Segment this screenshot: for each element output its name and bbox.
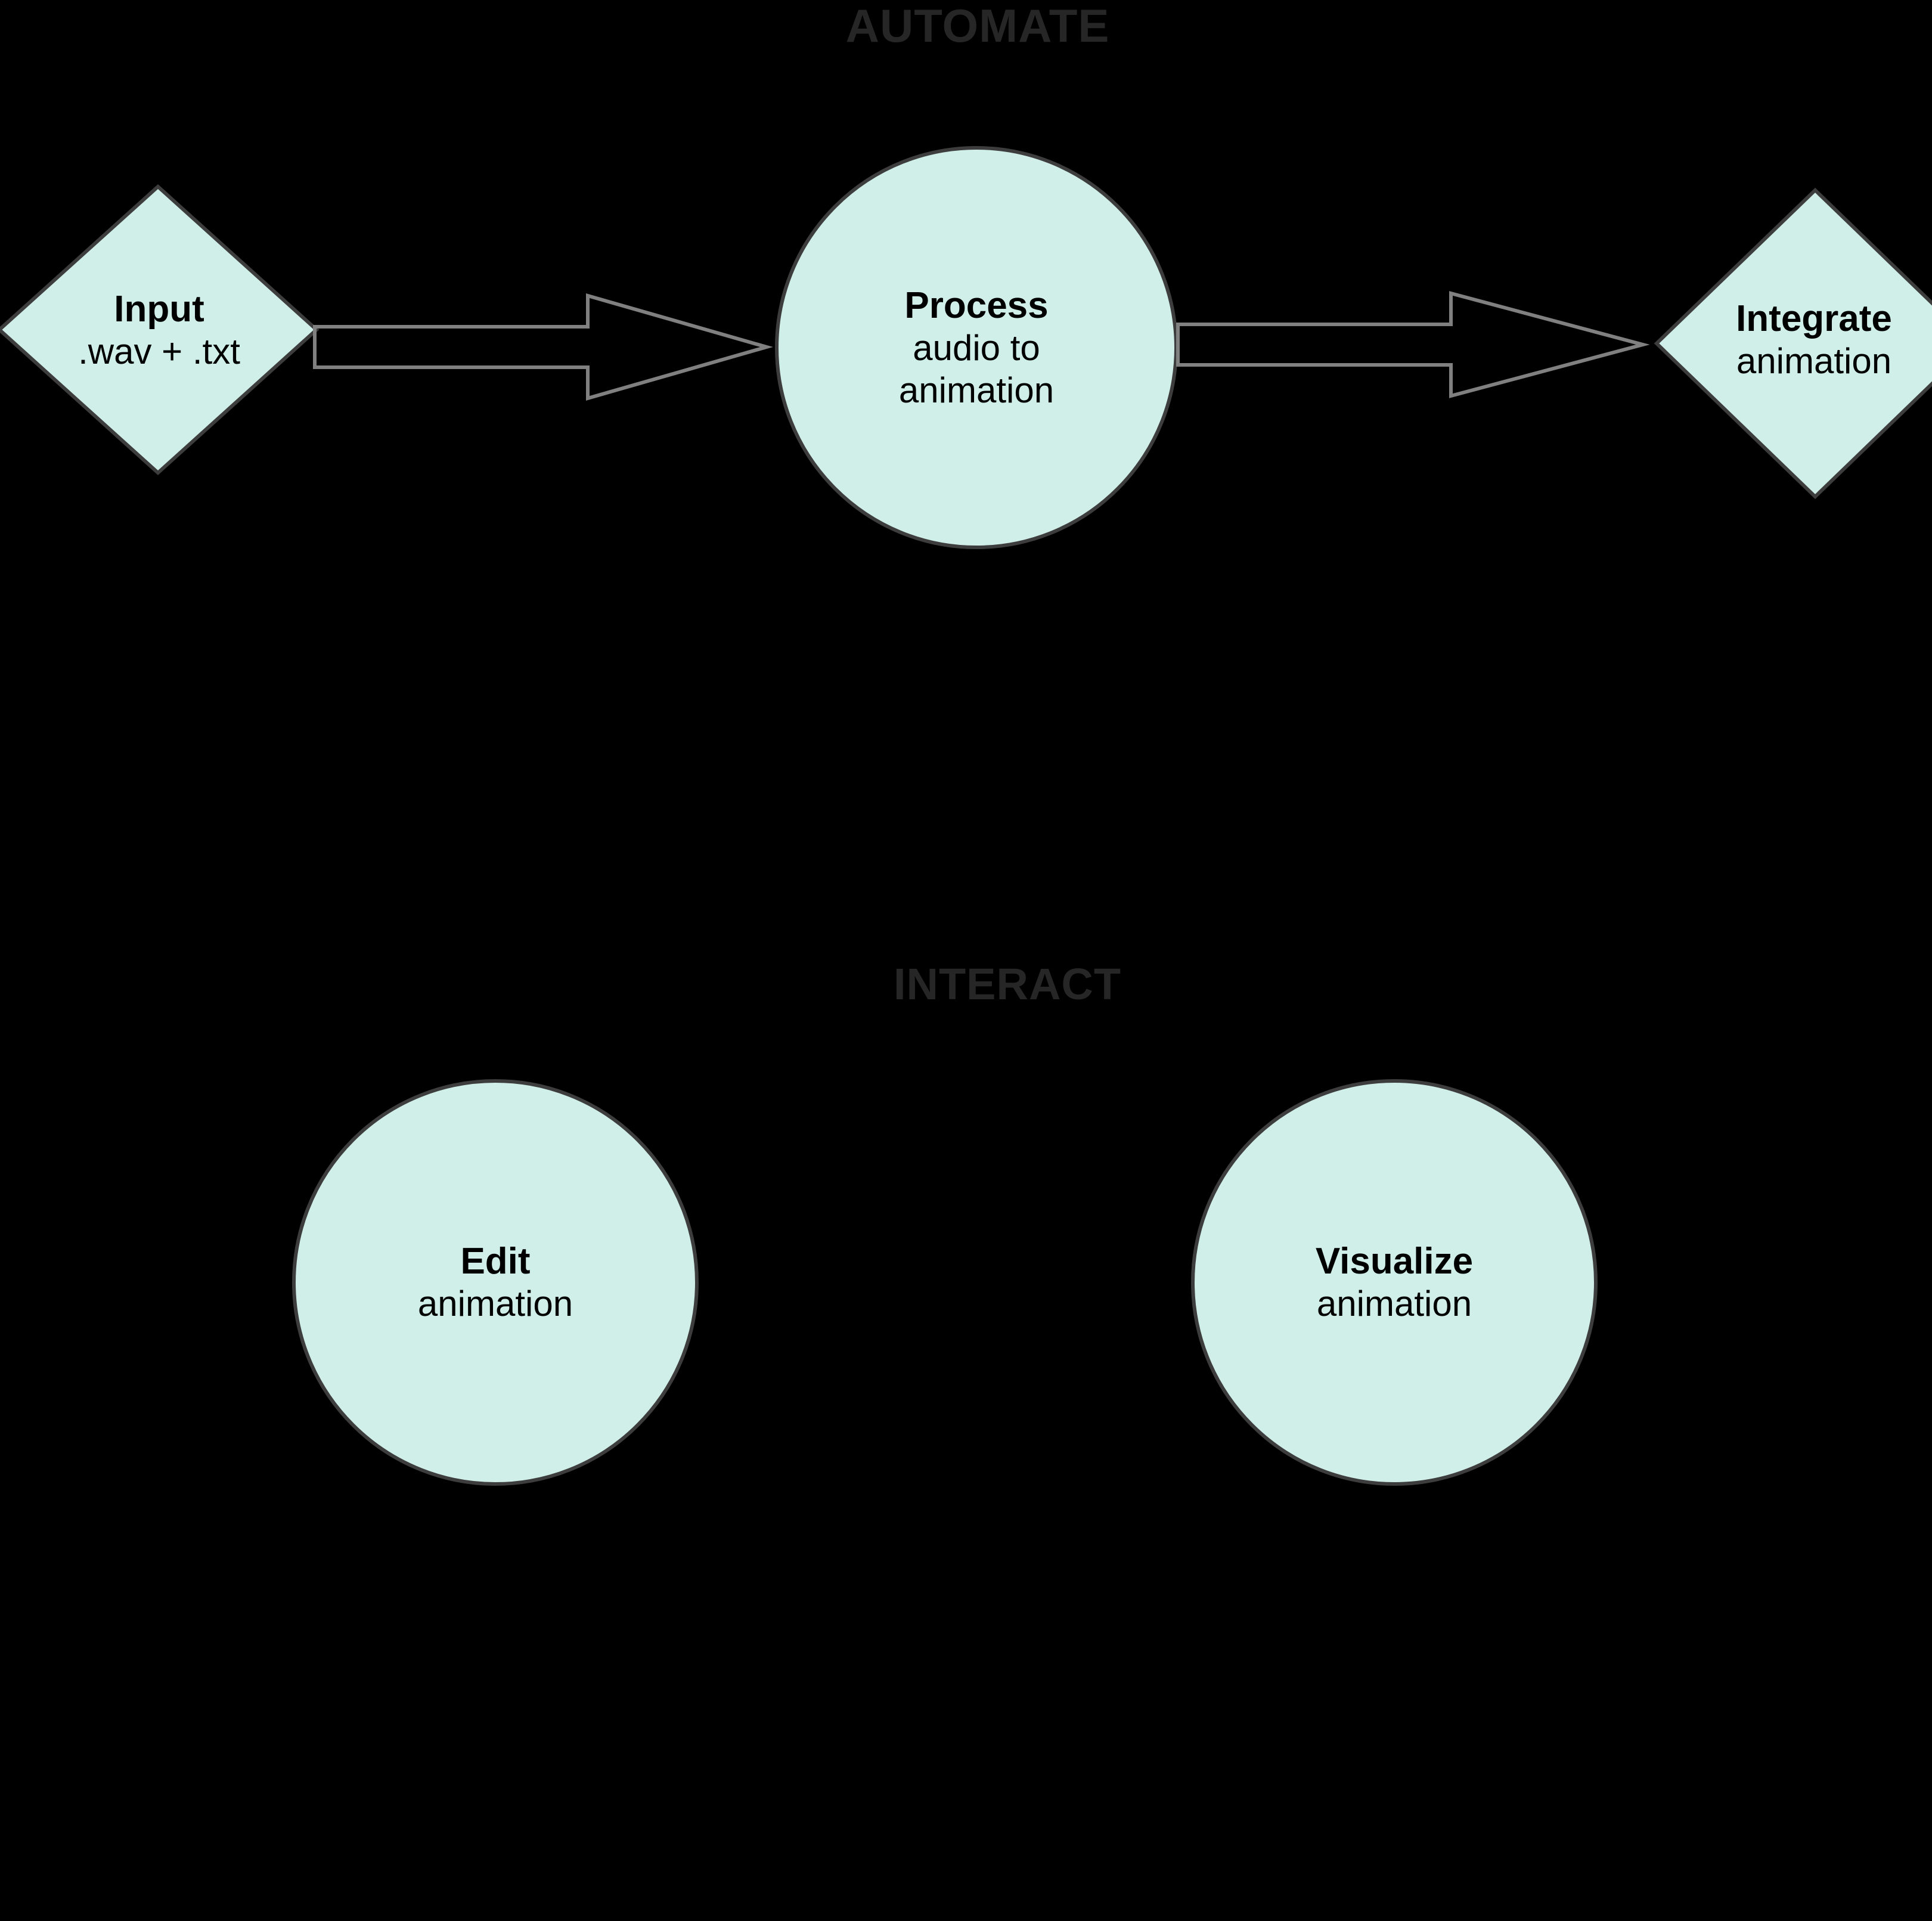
- diamond-shape-input: [0, 184, 320, 476]
- node-process-subtitle-line2: animation: [898, 370, 1055, 410]
- node-visualize-label: Visualize animation: [1195, 1240, 1594, 1325]
- arrow-process-to-integrate: [1176, 290, 1650, 399]
- node-edit-subtitle: animation: [417, 1284, 573, 1324]
- block-arrow-icon: [313, 293, 773, 401]
- block-arrow-icon: [1176, 291, 1650, 398]
- node-visualize[interactable]: Visualize animation: [1191, 1079, 1598, 1486]
- node-edit-title: Edit: [460, 1241, 531, 1282]
- node-integrate[interactable]: Integrate animation: [1654, 187, 1932, 500]
- node-visualize-title: Visualize: [1315, 1241, 1474, 1282]
- node-input[interactable]: Input .wav + .txt: [0, 184, 320, 476]
- node-process-title: Process: [904, 284, 1049, 326]
- section-title-interact: INTERACT: [893, 959, 1122, 1009]
- node-edit-label: Edit animation: [296, 1240, 695, 1325]
- arrow-input-to-process: [312, 292, 773, 402]
- node-edit[interactable]: Edit animation: [292, 1079, 699, 1486]
- node-visualize-subtitle: animation: [1316, 1284, 1472, 1324]
- diamond-shape-integrate: [1654, 187, 1932, 500]
- node-process[interactable]: Process audio to animation: [775, 146, 1178, 549]
- node-process-label: Process audio to animation: [779, 284, 1174, 412]
- node-process-subtitle-line1: audio to: [913, 327, 1040, 368]
- section-title-automate: AUTOMATE: [845, 0, 1110, 52]
